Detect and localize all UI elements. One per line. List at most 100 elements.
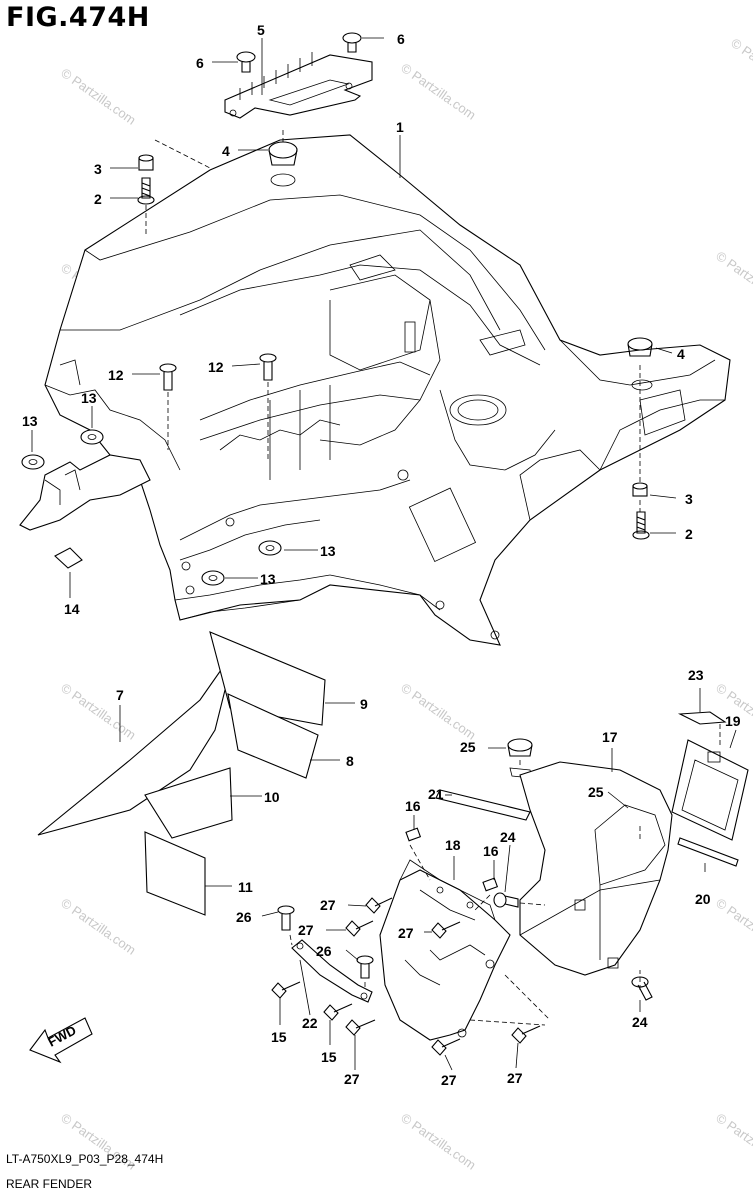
part-6-screw-right xyxy=(342,32,362,53)
watermark: © Partzilla.com xyxy=(58,680,138,743)
watermark: © Partzilla.com xyxy=(58,65,138,128)
callout-12: 12 xyxy=(108,367,124,383)
part-15-screw xyxy=(271,981,301,999)
part-12-bolt xyxy=(159,363,177,391)
part-1-rear-fender xyxy=(44,134,731,646)
callout-25: 25 xyxy=(460,739,476,755)
callout-13: 13 xyxy=(320,543,336,559)
callout-21: 21 xyxy=(428,786,444,802)
callout-26: 26 xyxy=(316,943,332,959)
callout-16: 16 xyxy=(405,798,421,814)
watermark: © Partzilla.com xyxy=(398,1110,478,1173)
watermark: © Partzilla.com xyxy=(713,680,753,743)
callout-12: 12 xyxy=(208,359,224,375)
part-8-decal xyxy=(227,693,319,779)
part-2-bolt-right xyxy=(632,511,650,540)
part-27-screw xyxy=(365,897,393,914)
part-26-screw xyxy=(356,955,374,979)
part-6-screw-left xyxy=(236,51,256,73)
callout-27: 27 xyxy=(507,1070,523,1086)
callout-16: 16 xyxy=(483,843,499,859)
watermark: © Partzilla.com xyxy=(58,895,138,958)
part-11-decal xyxy=(144,831,206,916)
callout-9: 9 xyxy=(360,696,368,712)
callout-27: 27 xyxy=(298,922,314,938)
callout-27: 27 xyxy=(344,1071,360,1087)
watermark: © Partzilla.com xyxy=(713,248,753,311)
callout-25: 25 xyxy=(588,784,604,800)
part-26-screw xyxy=(277,905,295,931)
callout-15: 15 xyxy=(271,1029,287,1045)
part-13-grommet xyxy=(201,570,225,586)
watermark: © Partzilla.com xyxy=(713,895,753,958)
callout-7: 7 xyxy=(116,687,124,703)
callout-6: 6 xyxy=(196,55,204,71)
callout-1: 1 xyxy=(396,119,404,135)
part-13-grommet xyxy=(21,454,45,470)
part-3-collar-right xyxy=(632,482,648,497)
part-22-bracket xyxy=(291,939,373,1003)
part-9-decal xyxy=(209,631,326,726)
figure-title: FIG.474H xyxy=(6,2,150,33)
alignment-lines xyxy=(145,130,721,1026)
callout-15: 15 xyxy=(321,1049,337,1065)
left-tail-bracket xyxy=(19,454,151,531)
part-25-grommet xyxy=(507,738,533,779)
part-4-grommet-right xyxy=(627,337,653,391)
part-16-clip xyxy=(405,827,422,842)
callout-24: 24 xyxy=(500,829,516,845)
part-24-bolt xyxy=(493,892,519,908)
part-4-grommet-top xyxy=(268,141,298,187)
callout-27: 27 xyxy=(320,897,336,913)
part-13-grommet xyxy=(80,429,104,445)
callout-26: 26 xyxy=(236,909,252,925)
leader-lines xyxy=(31,37,737,1071)
callout-19: 19 xyxy=(725,713,741,729)
callout-11: 11 xyxy=(238,879,253,895)
part-5-bracket xyxy=(224,52,373,119)
callout-18: 18 xyxy=(445,837,461,853)
part-20-strip xyxy=(677,837,739,867)
watermark: © Partzilla.com xyxy=(728,35,753,98)
part-13-grommet xyxy=(258,540,282,556)
part-12-bolt xyxy=(259,353,277,381)
part-17-mudguard xyxy=(519,761,673,976)
callout-3: 3 xyxy=(94,161,102,177)
callout-24: 24 xyxy=(632,1014,648,1030)
callout-17: 17 xyxy=(602,729,618,745)
callout-4: 4 xyxy=(222,143,230,159)
part-27-screw xyxy=(511,1025,541,1044)
part-16-clip xyxy=(482,877,499,892)
part-18-bracket xyxy=(379,859,511,1041)
part-27-screw xyxy=(345,1019,376,1036)
part-27-screw xyxy=(345,920,374,937)
part-14-label xyxy=(54,547,83,569)
callout-4: 4 xyxy=(677,346,685,362)
callout-13: 13 xyxy=(22,413,38,429)
callout-13: 13 xyxy=(81,390,97,406)
callout-10: 10 xyxy=(264,789,280,805)
fwd-arrow-icon: FWD xyxy=(29,1017,93,1064)
part-3-collar-left xyxy=(138,154,154,171)
part-27-screw xyxy=(431,921,461,939)
callout-27: 27 xyxy=(441,1072,457,1088)
callout-5: 5 xyxy=(257,22,265,38)
watermark: © Partzilla.com xyxy=(398,60,478,123)
part-2-bolt-left xyxy=(137,177,155,205)
part-19-panel xyxy=(671,739,749,841)
callout-14: 14 xyxy=(64,601,80,617)
figure-caption: REAR FENDER xyxy=(6,1177,93,1191)
figure-code: LT-A750XL9_P03_P28_474H xyxy=(6,1152,164,1166)
part-27-screw xyxy=(431,1038,461,1056)
callout-labels: 1 2 2 3 3 4 4 5 6 6 7 8 9 10 11 12 12 13… xyxy=(22,22,741,1088)
callout-6: 6 xyxy=(397,31,405,47)
part-15-screw xyxy=(323,1003,353,1021)
callout-13: 13 xyxy=(260,571,276,587)
part-10-decal xyxy=(144,767,233,839)
part-24-bolt xyxy=(631,976,653,1001)
callout-2: 2 xyxy=(94,191,102,207)
callout-20: 20 xyxy=(695,891,711,907)
callout-2: 2 xyxy=(685,526,693,542)
